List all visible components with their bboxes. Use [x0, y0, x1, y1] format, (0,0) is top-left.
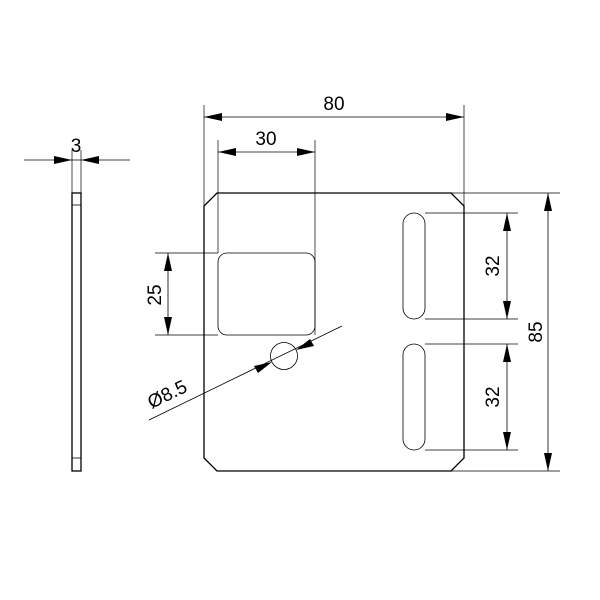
slot-bottom-pitch-dimension: 32 [425, 343, 518, 451]
side-view: 3 [24, 136, 130, 472]
width-dimension: 80 [203, 94, 465, 206]
window-width-label: 30 [255, 129, 276, 150]
window-width-dimension: 30 [217, 129, 316, 335]
window-height-arrow-bottom [164, 317, 172, 335]
width-arrow-left [204, 113, 222, 121]
thickness-arrow-left [54, 156, 72, 164]
front-view [203, 192, 465, 472]
window-width-arrow-left [218, 148, 236, 156]
slot-top-arrow-upper [503, 213, 511, 231]
slot-top-arrow-lower [503, 301, 511, 319]
slot-top-pitch-dimension: 32 [425, 212, 518, 320]
hole-diameter-label: Ø8.5 [144, 377, 190, 414]
window-height-dimension: 25 [145, 252, 218, 336]
window-height-arrow-top [164, 253, 172, 271]
window-width-arrow-right [297, 148, 315, 156]
height-arrow-top [544, 193, 552, 211]
height-label: 85 [526, 321, 547, 342]
height-arrow-bottom [544, 453, 552, 471]
window-height-label: 25 [145, 284, 166, 305]
height-dimension: 85 [451, 192, 560, 472]
slot-top [402, 212, 426, 320]
hole-arrow-lower [254, 362, 272, 373]
slot-bottom [402, 343, 426, 451]
thickness-arrow-right [81, 156, 99, 164]
slot-bottom-arrow-lower [503, 432, 511, 450]
thickness-label: 3 [71, 136, 82, 157]
round-hole [270, 342, 298, 370]
slot-top-pitch-label: 32 [483, 255, 504, 276]
slot-bottom-arrow-upper [503, 344, 511, 362]
width-arrow-right [446, 113, 464, 121]
slot-bottom-pitch-label: 32 [483, 386, 504, 407]
side-view-outline [71, 192, 82, 472]
hole-arrow-upper [296, 339, 314, 350]
width-label: 80 [323, 94, 344, 115]
